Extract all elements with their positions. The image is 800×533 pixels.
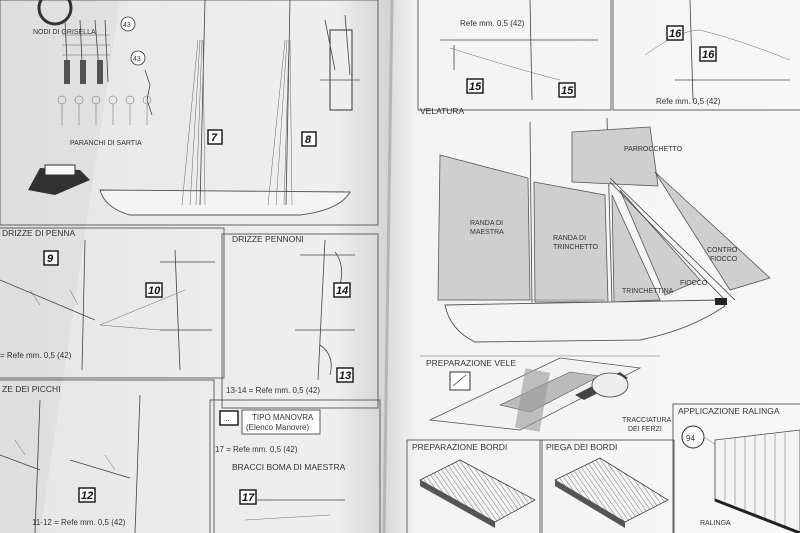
label-tracciatura-1: TRACCIATURA xyxy=(622,417,672,424)
title-applicazione-ralinga: APPLICAZIONE RALINGA xyxy=(678,406,780,416)
title-preparazione-vele: PREPARAZIONE VELE xyxy=(426,358,516,368)
step-16-b: 16 xyxy=(702,49,715,61)
panel-drizze-pennoni: DRIZZE PENNONI 14 13 13-14 = Refe mm. 0,… xyxy=(221,233,379,409)
step-16-a: 16 xyxy=(669,28,682,40)
panel-preparazione-vele: PREPARAZIONE VELE TRACCIATURA DEI FERZI xyxy=(420,355,672,433)
panel-standing-rigging: 43 43 NODI DI GRISELLA PARANCHI DI SARTI… xyxy=(0,0,379,226)
title-drizze-picchi: ZE DEI PICCHI xyxy=(2,384,61,394)
label-randa-trinchetto-1: RANDA DI xyxy=(553,235,586,242)
label-randa-maestra-2: MAESTRA xyxy=(470,229,504,236)
title-bracci-boma: BRACCI BOMA DI MAESTRA xyxy=(232,462,346,472)
step-13: 13 xyxy=(339,370,351,382)
label-contro-fiocco-2: FIOCCO xyxy=(710,256,738,263)
label-nodi-di-grisella: NODI DI GRISELLA xyxy=(33,29,96,36)
panel-drizze-di-penna: DRIZZE DI PENNA 9 10 = Refe mm. 0,5 (42) xyxy=(0,227,225,379)
hull-velatura xyxy=(444,299,726,343)
step-7: 7 xyxy=(211,132,218,144)
label-trinchettina: TRINCHETTINA xyxy=(622,288,674,295)
panel-step-15: Refe mm. 0,5 (42) 15 15 xyxy=(417,0,612,111)
sail-trinchettina xyxy=(611,194,661,303)
label-paranchi-di-sartia: PARANCHI DI SARTIA xyxy=(70,140,142,147)
sail-parrocchetto xyxy=(571,126,659,187)
caption-drizze-penna: = Refe mm. 0,5 (42) xyxy=(0,351,72,360)
label-94: 94 xyxy=(686,434,695,443)
label-randa-maestra-1: RANDA DI xyxy=(470,220,503,227)
caption-drizze-pennoni: 13-14 = Refe mm. 0,5 (42) xyxy=(226,386,320,395)
sail-randa-maestra xyxy=(437,154,531,301)
sail-fiocco xyxy=(619,189,701,296)
title-velatura: VELATURA xyxy=(420,106,465,116)
label-ralinga: RALINGA xyxy=(700,520,731,527)
panel-piega-bordi: PIEGA DEI BORDI xyxy=(539,439,675,533)
caption-drizze-picchi: 11-12 = Refe mm. 0,5 (42) xyxy=(32,518,126,527)
panel-velatura: VELATURA RANDA DI MAESTRA RANDA DI TRINC… xyxy=(420,106,771,343)
title-preparazione-bordi: PREPARAZIONE BORDI xyxy=(412,442,507,452)
step-17: 17 xyxy=(242,492,255,504)
panel-preparazione-bordi: PREPARAZIONE BORDI xyxy=(406,439,543,533)
title-tipo-manovra: TIPO MANOVRA xyxy=(252,413,314,422)
sail-randa-trinchetto xyxy=(533,181,609,303)
caption-refe-17: 17 = Refe mm. 0,5 (42) xyxy=(215,445,298,454)
step-9: 9 xyxy=(47,253,54,265)
subtitle-elenco-manovre: (Elenco Manovre) xyxy=(246,423,309,432)
panel-step-16: 16 16 Refe mm. 0,5 (42) xyxy=(612,0,800,111)
step-15-b: 15 xyxy=(561,85,574,97)
step-8: 8 xyxy=(305,134,312,146)
title-drizze-pennoni: DRIZZE PENNONI xyxy=(232,234,304,244)
tipo-manovra-symbol: ... xyxy=(223,414,230,423)
label-randa-trinchetto-2: TRINCHETTO xyxy=(553,244,599,251)
step-12: 12 xyxy=(81,490,93,502)
label-43-top: 43 xyxy=(123,22,131,29)
sail-contro-fiocco xyxy=(654,171,771,291)
label-43-mid: 43 xyxy=(133,56,141,63)
caption-refe-15: Refe mm. 0,5 (42) xyxy=(460,19,525,28)
label-parrocchetto: PARROCCHETTO xyxy=(624,146,683,153)
label-contro-fiocco-1: CONTRO xyxy=(707,247,738,254)
step-14: 14 xyxy=(336,285,348,297)
panel-tipo-manovra: ... TIPO MANOVRA (Elenco Manovre) 17 = R… xyxy=(209,399,381,533)
panel-drizze-picchi: ZE DEI PICCHI 12 11-12 = Refe mm. 0,5 (4… xyxy=(0,379,215,533)
deadeye-row xyxy=(57,95,152,125)
page-gutter xyxy=(382,0,394,533)
panel-applicazione-ralinga: APPLICAZIONE RALINGA 94 RALINGA xyxy=(672,403,800,533)
step-10: 10 xyxy=(148,285,161,297)
label-tracciatura-2: DEI FERZI xyxy=(628,426,662,433)
title-piega-bordi: PIEGA DEI BORDI xyxy=(546,442,617,452)
caption-refe-16: Refe mm. 0,5 (42) xyxy=(656,97,721,106)
label-fiocco: FIOCCO xyxy=(680,280,708,287)
title-drizze-di-penna: DRIZZE DI PENNA xyxy=(2,228,76,238)
step-15-a: 15 xyxy=(469,81,482,93)
